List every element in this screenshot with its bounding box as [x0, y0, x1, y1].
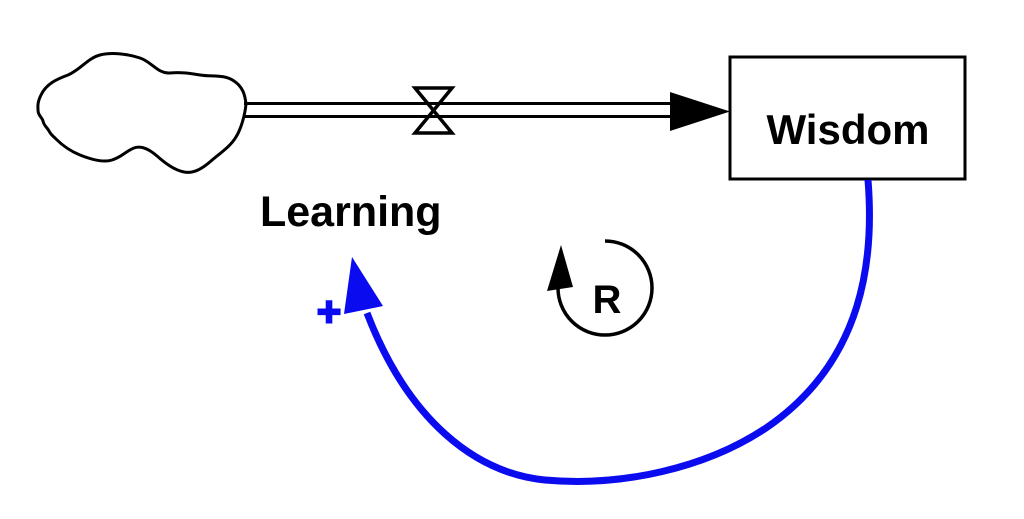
loop-arc — [556, 239, 654, 337]
flow-valve-icon — [411, 86, 456, 135]
feedback-link-group: + — [316, 179, 873, 485]
feedback-link-curve — [363, 179, 873, 485]
loop-indicator: R — [547, 239, 654, 337]
loop-label: R — [593, 278, 622, 322]
flow-label: Learning — [260, 188, 442, 236]
source-cloud-icon — [36, 52, 248, 174]
ink-group: Wisdom Learning R — [36, 52, 967, 337]
stock-wisdom-box — [728, 55, 967, 181]
flow-arrowhead-icon — [670, 92, 730, 131]
stock-label: Wisdom — [767, 106, 930, 153]
flow-pipe — [244, 102, 700, 118]
polarity-label: + — [317, 288, 342, 335]
feedback-arrowhead-icon — [344, 257, 383, 314]
loop-arrowhead-icon — [547, 245, 573, 291]
